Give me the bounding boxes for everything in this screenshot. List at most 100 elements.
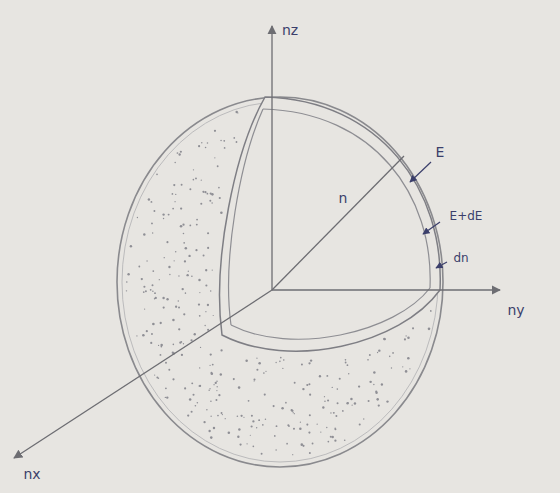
stipple-dot bbox=[192, 394, 194, 396]
stipple-dot bbox=[173, 184, 175, 186]
stipple-dot bbox=[250, 435, 251, 436]
leader-line bbox=[410, 162, 431, 182]
stipple-dot bbox=[218, 394, 220, 396]
stipple-dot bbox=[209, 388, 210, 389]
stipple-dot bbox=[212, 364, 214, 366]
stipple-dot bbox=[195, 405, 197, 407]
stipple-dot bbox=[217, 165, 219, 167]
stipple-dot bbox=[188, 255, 190, 257]
stipple-dot bbox=[205, 147, 207, 149]
stipple-dot bbox=[158, 378, 159, 379]
stipple-dot bbox=[221, 412, 223, 414]
stipple-dot bbox=[405, 335, 406, 336]
stipple-dot bbox=[175, 306, 177, 308]
stipple-dot bbox=[288, 425, 290, 427]
stipple-dot bbox=[324, 401, 326, 403]
stipple-dot bbox=[256, 427, 257, 428]
stipple-dot bbox=[210, 290, 212, 292]
stipple-dot bbox=[261, 453, 263, 455]
stipple-dot bbox=[369, 354, 371, 356]
stipple-dot bbox=[381, 383, 383, 385]
stipple-dot bbox=[210, 416, 211, 417]
stipple-dot bbox=[276, 425, 278, 427]
stipple-dot bbox=[334, 440, 336, 442]
stipple-dot bbox=[291, 410, 293, 412]
stipple-dot bbox=[291, 409, 293, 411]
stipple-dot bbox=[172, 208, 174, 210]
stipple-dot bbox=[352, 405, 353, 406]
stipple-dot bbox=[248, 400, 250, 402]
stipple-dot bbox=[165, 387, 167, 389]
stipple-dot bbox=[378, 349, 380, 351]
stipple-dot bbox=[220, 211, 223, 214]
stipple-dot bbox=[201, 180, 202, 181]
stipple-dot bbox=[222, 414, 223, 415]
stipple-dot bbox=[152, 323, 155, 326]
stipple-dot bbox=[191, 411, 193, 413]
shell-inner-edge bbox=[231, 288, 430, 339]
stipple-dot bbox=[294, 382, 296, 384]
stipple-dot bbox=[189, 398, 192, 401]
stipple-dot bbox=[199, 315, 201, 317]
stipple-dot bbox=[197, 402, 199, 404]
stipple-dot bbox=[166, 241, 168, 243]
stipple-dot bbox=[363, 418, 364, 419]
stipple-dot bbox=[194, 333, 196, 335]
stipple-dot bbox=[281, 407, 284, 410]
stipple-dot bbox=[160, 344, 163, 347]
stipple-dot bbox=[285, 402, 287, 404]
stipple-dot bbox=[211, 372, 214, 375]
stipple-dot bbox=[407, 337, 410, 340]
stipple-dot bbox=[354, 402, 356, 404]
stipple-dot bbox=[265, 371, 266, 372]
stipple-dot bbox=[178, 328, 180, 330]
stipple-dot bbox=[320, 431, 321, 432]
stipple-dot bbox=[148, 198, 150, 200]
stipple-dot bbox=[210, 353, 212, 355]
stipple-dot bbox=[180, 207, 182, 209]
stipple-dot bbox=[347, 364, 349, 366]
stipple-dot bbox=[223, 140, 225, 142]
stipple-dot bbox=[209, 200, 211, 202]
stipple-dot bbox=[199, 385, 201, 387]
outer-sphere bbox=[117, 97, 443, 467]
stipple-dot bbox=[207, 304, 209, 306]
stipple-dot bbox=[228, 431, 231, 434]
stipple-dot bbox=[251, 425, 253, 427]
axis-label: ny bbox=[507, 303, 524, 317]
shell-inner-edge bbox=[229, 109, 263, 325]
stipple-dot bbox=[211, 193, 214, 196]
stipple-dot bbox=[193, 179, 195, 181]
stipple-dot bbox=[383, 338, 386, 341]
stipple-dot bbox=[178, 275, 179, 276]
stipple-dot bbox=[174, 201, 175, 202]
stipple-dot bbox=[143, 286, 145, 288]
stipple-dot bbox=[203, 254, 205, 256]
stipple-dot bbox=[219, 197, 221, 199]
stipple-dot bbox=[246, 443, 247, 444]
stipple-dot bbox=[342, 410, 344, 412]
stipple-dot bbox=[211, 202, 213, 204]
stipple-dot bbox=[345, 359, 347, 361]
axis-label: nz bbox=[282, 23, 298, 37]
stipple-dot bbox=[130, 245, 132, 247]
stipple-dot bbox=[373, 371, 376, 374]
stipple-dot bbox=[233, 378, 235, 380]
stipple-dot bbox=[204, 191, 206, 193]
stipple-dot bbox=[178, 307, 180, 309]
stipple-dot bbox=[181, 354, 183, 356]
stipple-dot bbox=[324, 396, 325, 397]
stipple-dot bbox=[146, 260, 147, 261]
stipple-dot bbox=[156, 376, 158, 378]
stipple-dot bbox=[196, 219, 198, 221]
stipple-dot bbox=[207, 142, 209, 144]
stipple-dot bbox=[217, 415, 219, 417]
stipple-dot bbox=[188, 271, 189, 272]
stipple-dot bbox=[322, 406, 324, 408]
stipple-dot bbox=[180, 341, 182, 343]
stipple-dot bbox=[308, 383, 310, 385]
stipple-dot bbox=[165, 397, 166, 398]
stipple-dot bbox=[409, 368, 410, 369]
energy-label: E bbox=[436, 145, 445, 159]
stipple-dot bbox=[150, 289, 152, 291]
